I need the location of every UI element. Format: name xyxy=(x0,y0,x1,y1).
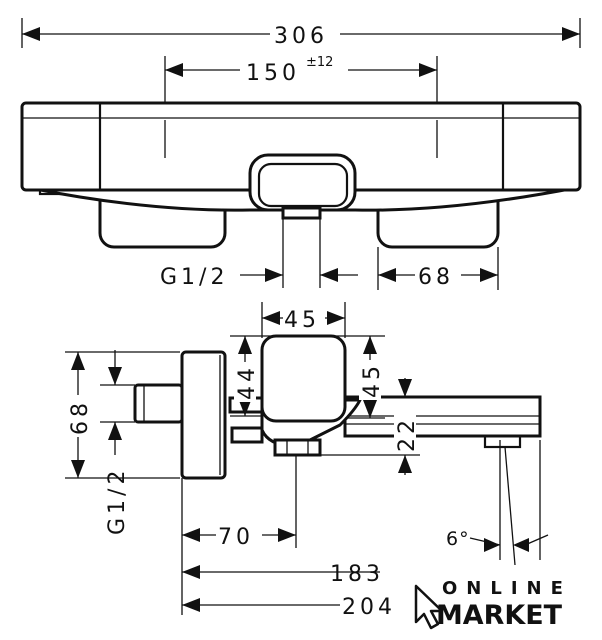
dim-68-top-label: 68 xyxy=(418,265,454,290)
dim-22-label: 22 xyxy=(395,416,420,452)
mixer-top-body xyxy=(20,101,582,288)
logo-line1: ONLINE xyxy=(442,578,572,599)
wall-disc xyxy=(180,350,227,480)
online-market-logo: ONLINE MARKET xyxy=(412,570,572,636)
dim-150-tolerance: ±12 xyxy=(306,55,333,70)
dim-68-side-label: 68 xyxy=(68,399,93,435)
dim-45-height-label: 45 xyxy=(360,362,385,398)
dim-spout-height: 22 xyxy=(320,378,420,475)
dim-cube-width: 45 xyxy=(261,302,346,338)
dim-cube-height-left: 44 xyxy=(230,336,262,417)
dim-spout-angle: 6° xyxy=(446,440,549,566)
dim-306-label: 306 xyxy=(274,24,328,49)
aerator xyxy=(483,434,522,449)
dim-150-label: 150 xyxy=(246,61,300,86)
dim-70-label: 70 xyxy=(218,525,254,550)
dim-overall-width: 306 xyxy=(21,18,581,49)
dim-side-thread: G1/2 xyxy=(100,350,135,535)
cursor-icon xyxy=(414,584,444,630)
dim-183-label: 183 xyxy=(330,562,384,587)
mixer-side-body xyxy=(133,334,542,480)
dim-g12-top-label: G1/2 xyxy=(160,265,228,290)
dim-wall-height: 68 xyxy=(65,351,180,479)
dim-cube-height-right: 45 xyxy=(345,336,385,419)
control-cube xyxy=(260,334,347,423)
dim-top-thread: G1/2 xyxy=(160,265,358,290)
dim-44-label: 44 xyxy=(235,364,260,400)
wall-connector-stub xyxy=(133,383,184,424)
logo-line2: MARKET xyxy=(436,600,563,631)
dim-handle-width: 68 xyxy=(377,247,499,290)
dim-204-label: 204 xyxy=(342,595,396,620)
dim-g12-side-label: G1/2 xyxy=(105,467,130,535)
dim-45-width-label: 45 xyxy=(284,308,320,333)
dim-bottom: 70 183 204 xyxy=(181,455,396,620)
dim-6deg-label: 6° xyxy=(446,528,470,550)
dim-center-distance: 150 ±12 xyxy=(164,54,438,158)
nut xyxy=(273,438,322,457)
